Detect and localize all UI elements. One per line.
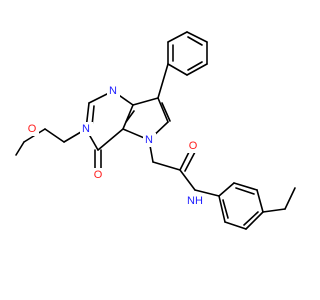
bond: [44, 128, 65, 143]
bond: [186, 63, 208, 76]
bond: [222, 199, 229, 219]
phenyl-ring: [167, 31, 208, 76]
bond: [122, 104, 134, 130]
bond: [132, 97, 159, 106]
atom-labels: N N N O O NH O: [25, 84, 206, 208]
bond: [179, 169, 196, 191]
bond: [218, 195, 226, 223]
bond: [256, 189, 264, 213]
bond: [157, 63, 169, 99]
bond: [235, 187, 255, 195]
oxygen-label: O: [186, 139, 200, 153]
svg-text:N: N: [145, 134, 153, 146]
amide-nh-label: NH: [186, 194, 206, 208]
oxygen-label: O: [25, 122, 39, 136]
nitrogen-label: N: [107, 84, 120, 98]
bond: [15, 141, 25, 156]
bond: [184, 151, 196, 172]
bond: [157, 97, 169, 123]
svg-text:O: O: [94, 169, 103, 181]
svg-text:N: N: [109, 85, 117, 97]
bond: [125, 110, 135, 123]
bond: [179, 149, 191, 171]
bond: [284, 187, 296, 210]
nitrogen-label: N: [143, 133, 156, 147]
structure-canvas: N N N O O NH O: [15, 31, 296, 230]
bond: [218, 182, 235, 197]
svg-text:NH: NH: [187, 195, 203, 207]
bond: [152, 161, 181, 171]
bond: [187, 61, 203, 71]
bond: [167, 31, 188, 43]
bond: [262, 208, 286, 213]
bond: [167, 63, 188, 76]
bond: [245, 211, 264, 230]
bond: [187, 36, 203, 46]
bond: [194, 189, 220, 197]
bond: [224, 221, 247, 230]
oxygen-label: O: [91, 168, 105, 182]
ethylphenyl-ring: [218, 182, 264, 230]
svg-text:O: O: [189, 140, 198, 152]
bond: [243, 211, 259, 226]
bond: [97, 128, 124, 151]
nitrogen-label: N: [80, 122, 93, 136]
svg-text:N: N: [82, 123, 90, 135]
molecule-structure: N N N O O NH O: [15, 31, 296, 230]
bond: [233, 182, 258, 191]
bond: [186, 31, 208, 43]
bond: [161, 102, 171, 122]
svg-text:O: O: [28, 123, 37, 135]
